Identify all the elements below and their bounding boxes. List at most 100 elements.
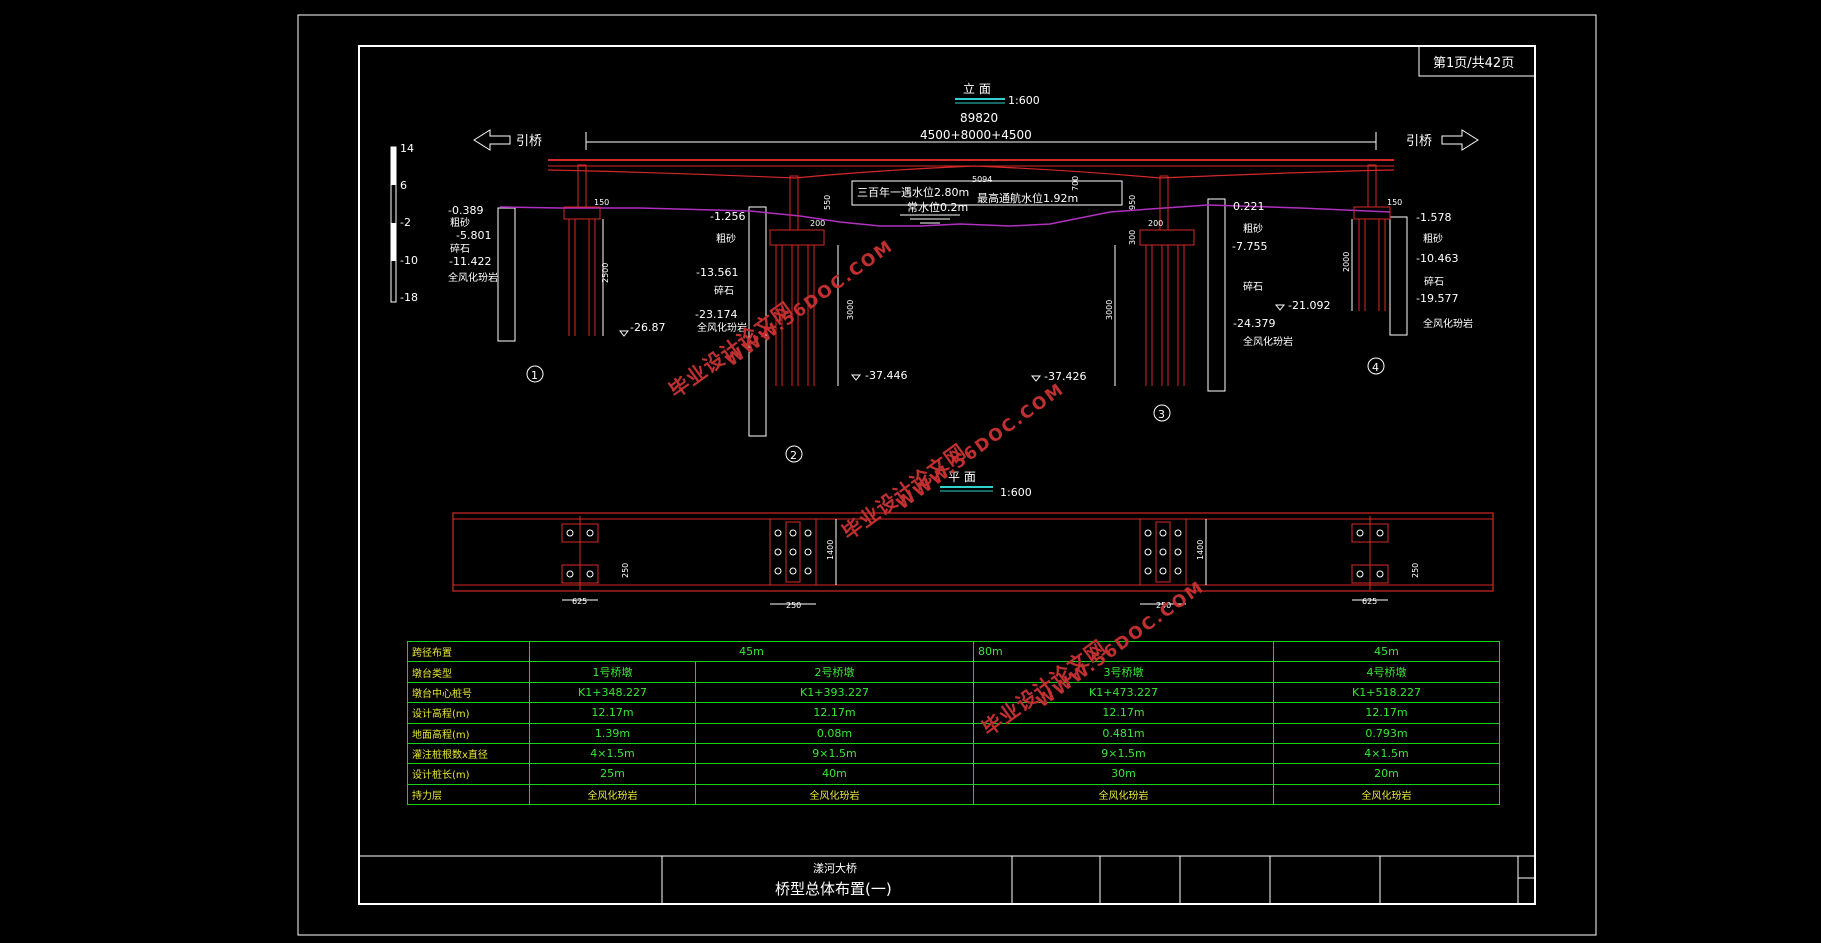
svg-text:250: 250	[621, 563, 630, 578]
svg-text:2: 2	[790, 449, 797, 462]
svg-text:-26.87: -26.87	[630, 321, 665, 334]
svg-text:6: 6	[400, 179, 407, 192]
plan-deck	[452, 512, 1494, 592]
plan-pier-3: 250 1400	[1139, 518, 1207, 610]
box-girder	[547, 159, 1395, 179]
svg-text:2500: 2500	[601, 263, 610, 283]
svg-text:3000: 3000	[846, 300, 855, 320]
page-number-box	[1418, 45, 1536, 77]
svg-text:-2: -2	[400, 216, 411, 229]
span-combo: 4500+8000+4500	[920, 128, 1032, 142]
table-row: 持力层 全风化玢岩 全风化玢岩 全风化玢岩 全风化玢岩	[407, 783, 1500, 806]
svg-text:全风化玢岩: 全风化玢岩	[1243, 335, 1293, 348]
outer-frame	[297, 14, 1597, 936]
table-row: 设计桩长(m) 25m 40m 30m 20m	[407, 763, 1500, 785]
svg-text:1400: 1400	[826, 540, 835, 560]
svg-text:粗砂: 粗砂	[716, 232, 736, 245]
water-flood-label: 三百年一遇水位2.80m	[857, 185, 969, 199]
right-approach-arrow: 引桥	[1406, 129, 1479, 151]
table-row: 墩台中心桩号 K1+348.227 K1+393.227 K1+473.227 …	[407, 681, 1500, 704]
plan-pier-1: 625 250	[561, 516, 630, 606]
elevation-scale: 1:600	[1008, 94, 1040, 107]
svg-text:粗砂: 粗砂	[450, 216, 470, 229]
ground-profile	[499, 204, 1391, 227]
left-approach-arrow: 引桥	[473, 129, 542, 151]
elevation-scale-bar: 14 6 -2 -10 -18	[390, 142, 418, 304]
table-row: 跨径布置 45m 80m 45m	[407, 640, 1500, 663]
pier-data-table: 跨径布置 45m 80m 45m 墩台类型 1号桥墩 2号桥墩 3号桥墩 4号桥…	[407, 640, 1500, 806]
svg-text:-37.426: -37.426	[1044, 370, 1086, 383]
svg-text:-10: -10	[400, 254, 418, 267]
svg-text:625: 625	[1362, 597, 1377, 606]
title-block: 漾河大桥 桥型总体布置(一)	[359, 855, 1535, 904]
svg-text:200: 200	[1148, 219, 1163, 228]
svg-text:-21.092: -21.092	[1288, 299, 1330, 312]
svg-text:全风化玢岩: 全风化玢岩	[448, 271, 498, 284]
total-length: 89820	[960, 111, 998, 125]
drawing-name: 桥型总体布置(一)	[775, 880, 892, 898]
svg-text:-7.755: -7.755	[1232, 240, 1267, 253]
pier-1: 150 2500 1 -26.87	[526, 164, 665, 383]
svg-text:粗砂: 粗砂	[1423, 232, 1443, 245]
svg-text:-1.578: -1.578	[1416, 211, 1451, 224]
left-approach-label: 引桥	[516, 134, 542, 149]
right-approach-label: 引桥	[1406, 134, 1432, 149]
svg-text:250: 250	[1411, 563, 1420, 578]
svg-text:-18: -18	[400, 291, 418, 304]
svg-text:4: 4	[1372, 361, 1379, 374]
svg-text:全风化玢岩: 全风化玢岩	[1423, 317, 1473, 330]
table-row: 灌注桩根数x直径 4×1.5m 9×1.5m 9×1.5m 4×1.5m	[407, 742, 1500, 765]
svg-text:250: 250	[786, 601, 801, 610]
svg-text:300: 300	[1128, 230, 1137, 245]
svg-text:5094: 5094	[972, 175, 992, 184]
pier-2: 200 550 3000 2 -37.446	[769, 175, 907, 463]
water-levels: 三百年一遇水位2.80m 常水位0.2m 最高通航水位1.92m 5094 70…	[851, 175, 1123, 224]
plan-title: 平 面	[948, 470, 976, 484]
svg-text:碎石: 碎石	[450, 242, 470, 255]
svg-text:-24.379: -24.379	[1233, 317, 1275, 330]
svg-text:150: 150	[1387, 198, 1402, 207]
svg-text:150: 150	[594, 198, 609, 207]
svg-text:-11.422: -11.422	[449, 255, 491, 268]
svg-text:550: 550	[823, 195, 832, 210]
svg-text:碎石: 碎石	[714, 284, 734, 297]
plan-scale: 1:600	[1000, 486, 1032, 499]
svg-text:1400: 1400	[1196, 540, 1205, 560]
geology-right: -1.578 粗砂 -10.463 碎石 -19.577 全风化玢岩	[1416, 211, 1473, 330]
water-normal-label: 常水位0.2m	[907, 200, 968, 214]
svg-text:-5.801: -5.801	[456, 229, 491, 242]
svg-text:-10.463: -10.463	[1416, 252, 1458, 265]
svg-text:碎石: 碎石	[1424, 275, 1444, 288]
svg-text:全风化玢岩: 全风化玢岩	[697, 321, 747, 334]
svg-text:700: 700	[1071, 176, 1080, 191]
plan-pier-4: 625 250	[1351, 516, 1420, 606]
table-row: 地面高程(m) 1.39m 0.08m 0.481m 0.793m	[407, 722, 1500, 744]
svg-text:-19.577: -19.577	[1416, 292, 1458, 305]
svg-text:2000: 2000	[1342, 252, 1351, 272]
svg-text:粗砂: 粗砂	[1243, 222, 1263, 235]
table-row: 设计高程(m) 12.17m 12.17m 12.17m 12.17m	[407, 702, 1500, 724]
elevation-title: 立 面	[963, 81, 991, 96]
plan-pier-2: 250 1400	[769, 518, 837, 610]
geology-left: -0.389 粗砂 -5.801 碎石 -11.422 全风化玢岩	[448, 204, 498, 284]
svg-text:625: 625	[572, 597, 587, 606]
svg-text:-1.256: -1.256	[710, 210, 745, 223]
pier-4: 150 2000 4 -21.092	[1274, 164, 1402, 375]
geology-pier3: 0.221 粗砂 -7.755 碎石 -24.379 全风化玢岩	[1232, 200, 1293, 348]
svg-text:3: 3	[1158, 408, 1165, 421]
inner-frame	[358, 45, 1536, 905]
table-row: 墩台类型 1号桥墩 2号桥墩 3号桥墩 4号桥墩	[407, 661, 1500, 683]
svg-text:950: 950	[1128, 195, 1137, 210]
project-name: 漾河大桥	[813, 861, 857, 875]
svg-text:-23.174: -23.174	[695, 308, 737, 321]
svg-text:-0.389: -0.389	[448, 204, 483, 217]
svg-text:250: 250	[1156, 601, 1171, 610]
svg-text:200: 200	[810, 219, 825, 228]
geology-pier2: -1.256 粗砂 -13.561 碎石 -23.174 全风化玢岩	[695, 210, 747, 334]
svg-text:-13.561: -13.561	[696, 266, 738, 279]
svg-text:3000: 3000	[1105, 300, 1114, 320]
pier-3: 200 950 300 3000 3 -37.426	[1030, 175, 1195, 422]
svg-text:14: 14	[400, 142, 414, 155]
water-nav-label: 最高通航水位1.92m	[977, 191, 1078, 205]
